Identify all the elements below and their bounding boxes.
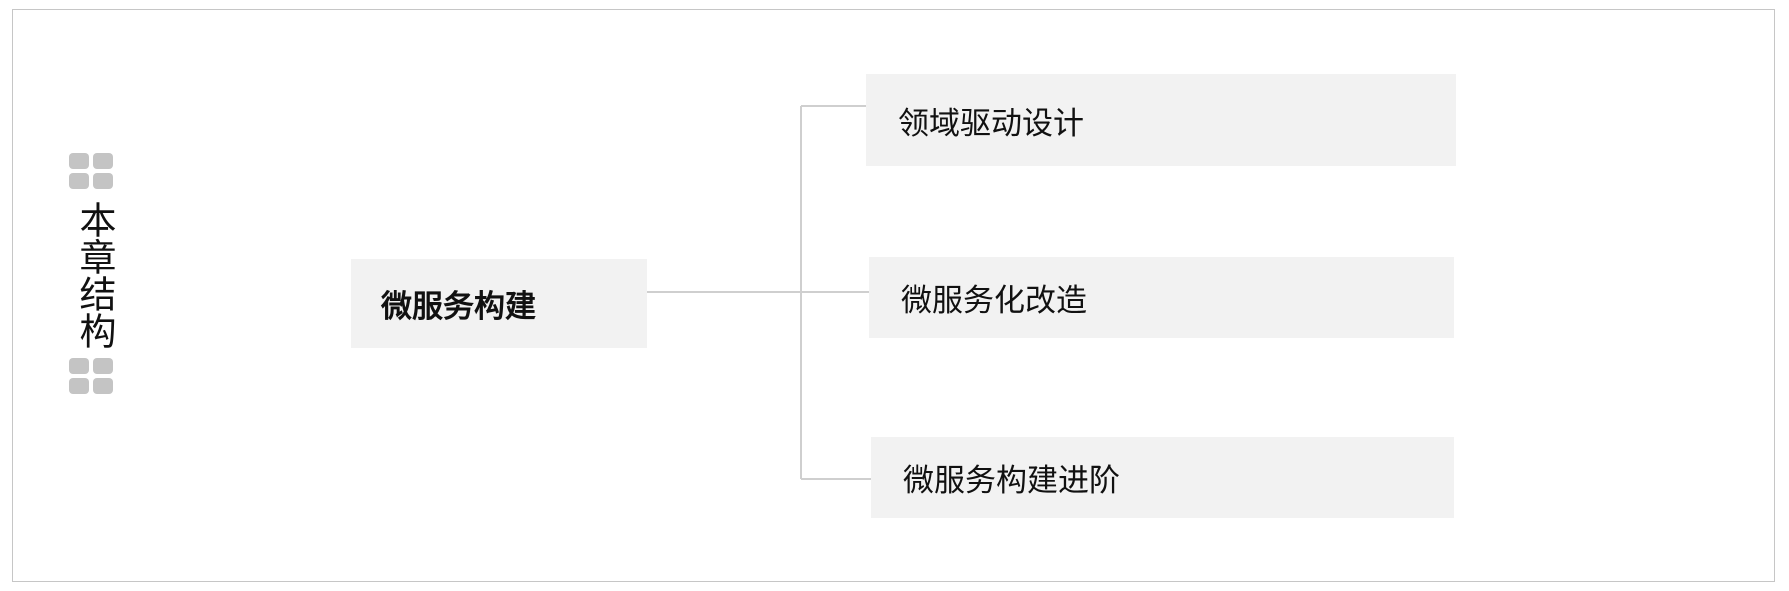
- child-node: 微服务化改造: [869, 257, 1454, 338]
- child-node: 微服务构建进阶: [871, 437, 1454, 518]
- grid-decoration-icon: [69, 153, 113, 189]
- grid-decoration-icon: [69, 358, 113, 394]
- child-node-label: 领域驱动设计: [898, 105, 1084, 142]
- chapter-structure-label: 本章结构: [73, 201, 116, 349]
- child-node-label: 微服务化改造: [901, 283, 1087, 319]
- root-node: 微服务构建: [351, 259, 647, 348]
- child-node-label: 微服务构建进阶: [903, 463, 1120, 499]
- root-node-label: 微服务构建: [381, 289, 536, 325]
- chapter-structure-title: 本章结构: [66, 153, 116, 397]
- child-node: 领域驱动设计: [866, 74, 1456, 166]
